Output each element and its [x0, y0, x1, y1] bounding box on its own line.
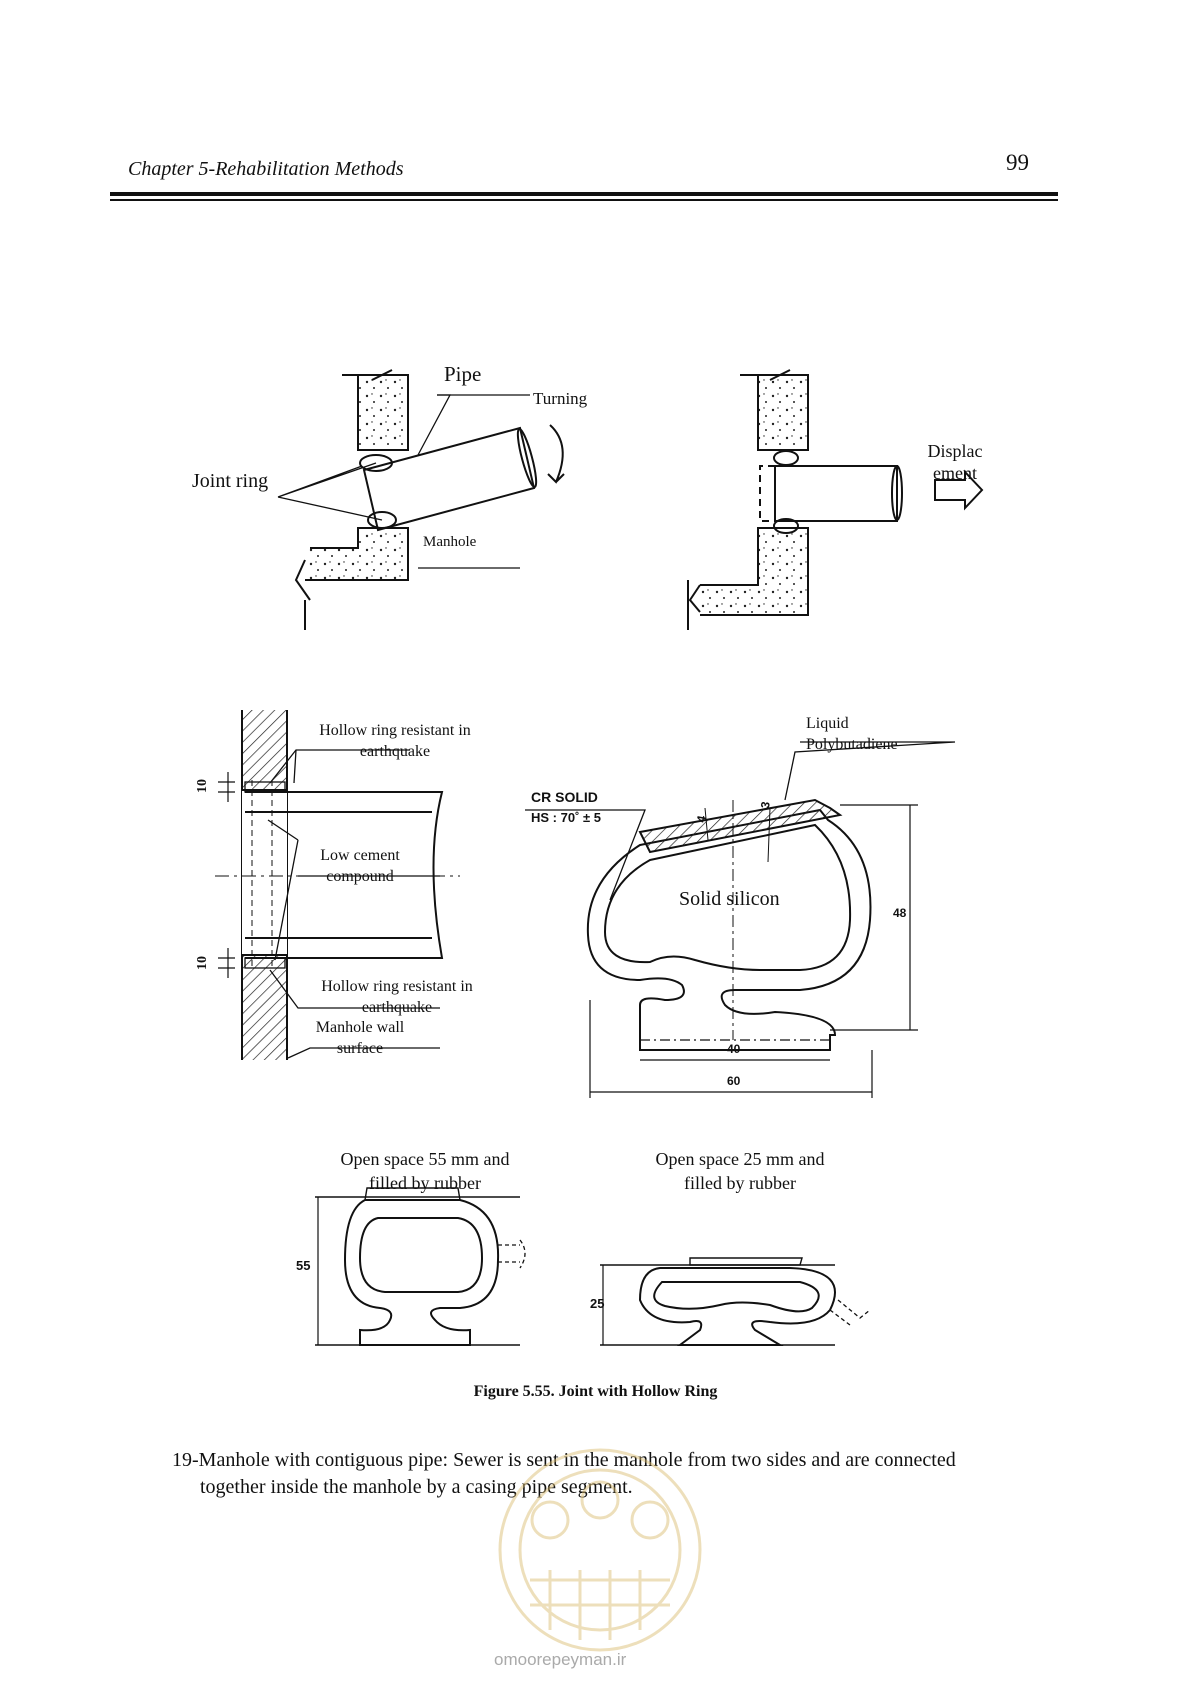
label-liquid-line1: Liquid	[806, 715, 849, 732]
ring-55-diagram	[315, 1187, 526, 1346]
paragraph-line2: together inside the manhole by a casing …	[200, 1476, 633, 1498]
hollow-ring-wall-diagram	[215, 710, 460, 1060]
label-open-space-25-line2: filled by rubber	[684, 1173, 796, 1193]
ring-cross-section	[525, 741, 956, 1098]
figure-caption: Figure 5.55. Joint with Hollow Ring	[473, 1383, 718, 1400]
page-number: 99	[1006, 150, 1029, 175]
dim-40: 40	[727, 1042, 741, 1056]
dim-48: 48	[893, 906, 907, 920]
label-open-space-55: Open space 55 mm and filled by rubber	[315, 1147, 535, 1195]
body-paragraph: 19-Manhole with contiguous pipe: Sewer i…	[172, 1447, 1062, 1501]
label-solid-silicon: Solid silicon	[679, 888, 780, 910]
label-low-cement-line1: Low cement	[320, 847, 400, 864]
label-hollow-ring-top-line2: earthquake	[359, 743, 431, 760]
chapter-title: Chapter 5-Rehabilitation Methods	[128, 158, 404, 180]
label-hollow-ring-top-line1: Hollow ring resistant in	[319, 722, 471, 739]
label-manhole: Manhole	[423, 534, 477, 550]
label-cr-solid: CR SOLID	[531, 789, 598, 805]
label-manhole-wall-line2: surface	[336, 1040, 384, 1057]
watermark-seal-icon	[498, 1448, 702, 1652]
label-low-cement: Low cement compound	[300, 845, 420, 887]
label-hollow-ring-bottom-line2: earthquake	[361, 999, 433, 1016]
header-rule-thick	[110, 192, 1058, 196]
header-rule-thin	[110, 199, 1058, 201]
turning-diagram	[277, 369, 565, 630]
label-open-space-25-line1: Open space 25 mm and	[655, 1149, 825, 1169]
dim-10-top: 10	[195, 779, 210, 793]
label-hollow-ring-top: Hollow ring resistant in earthquake	[300, 720, 490, 762]
label-liquid-polybutadiene: Liquid Polybutadiene	[806, 713, 898, 755]
dim-60: 60	[727, 1074, 741, 1088]
dim-55: 55	[296, 1258, 311, 1273]
label-hs: HS : 70˚ ± 5	[531, 810, 601, 825]
label-turning: Turning	[533, 389, 588, 408]
label-displacement: Displac ement	[915, 440, 995, 484]
label-open-space-55-line2: filled by rubber	[369, 1173, 481, 1193]
displacement-diagram	[687, 369, 984, 630]
paragraph-line1: 19-Manhole with contiguous pipe: Sewer i…	[172, 1449, 956, 1471]
dim-10-bottom: 10	[195, 956, 210, 970]
label-displacement-line1: Displac	[927, 441, 983, 461]
label-hollow-ring-bottom-line1: Hollow ring resistant in	[321, 978, 473, 995]
label-liquid-line2: Polybutadiene	[806, 736, 898, 753]
dim-25: 25	[590, 1296, 605, 1311]
label-displacement-line2: ement	[933, 463, 977, 483]
label-open-space-55-line1: Open space 55 mm and	[340, 1149, 510, 1169]
label-manhole-wall-line1: Manhole wall	[315, 1019, 405, 1036]
watermark-site: omoorepeyman.ir	[494, 1650, 627, 1669]
label-manhole-wall: Manhole wall surface	[300, 1017, 420, 1059]
label-joint-ring: Joint ring	[192, 470, 269, 492]
label-pipe: Pipe	[444, 362, 482, 386]
label-low-cement-line2: compound	[326, 868, 394, 885]
label-hollow-ring-bottom: Hollow ring resistant in earthquake	[302, 976, 492, 1018]
ring-25-diagram	[600, 1257, 871, 1346]
label-open-space-25: Open space 25 mm and filled by rubber	[630, 1147, 850, 1195]
